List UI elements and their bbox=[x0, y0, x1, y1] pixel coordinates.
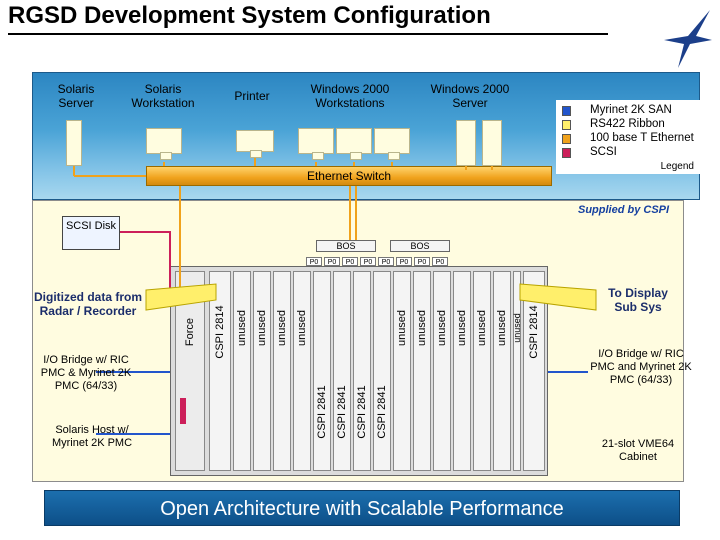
label-solaris-host: Solaris Host w/ Myrinet 2K PMC bbox=[51, 424, 133, 449]
slot-unused: unused bbox=[413, 271, 431, 471]
slot-unused: unused bbox=[253, 271, 271, 471]
p0-connector: P0 bbox=[378, 257, 394, 266]
slot-cspi-2814: CSPI 2814 bbox=[523, 271, 545, 471]
slot-cspi-2841: CSPI 2841 bbox=[333, 271, 351, 471]
vme-rack: Force CSPI 2814 unused unused unused unu… bbox=[170, 266, 548, 476]
label-to-display: To Display Sub Sys bbox=[608, 286, 668, 314]
windows-workstation-icon bbox=[336, 128, 372, 160]
label-printer: Printer bbox=[234, 89, 270, 103]
label-io-bridge-left: I/O Bridge w/ RIC PMC & Myrinet 2K PMC (… bbox=[40, 354, 132, 392]
slot-cspi-2841: CSPI 2841 bbox=[313, 271, 331, 471]
page-title: RGSD Development System Configuration bbox=[8, 2, 491, 29]
p0-connector: P0 bbox=[360, 257, 376, 266]
windows-server-icon bbox=[456, 120, 476, 166]
slot-unused: unused bbox=[453, 271, 471, 471]
title-underline bbox=[8, 33, 608, 35]
p0-connector: P0 bbox=[396, 257, 412, 266]
windows-server-icon bbox=[482, 120, 502, 166]
p0-connector: P0 bbox=[306, 257, 322, 266]
scsi-disk: SCSI Disk bbox=[62, 216, 120, 250]
legend-title: Legend bbox=[660, 161, 694, 172]
bos-box: BOS bbox=[390, 240, 450, 252]
slot-unused: unused bbox=[293, 271, 311, 471]
p0-connector: P0 bbox=[342, 257, 358, 266]
slot-cspi-2841: CSPI 2841 bbox=[373, 271, 391, 471]
p0-connector: P0 bbox=[432, 257, 448, 266]
bos-box: BOS bbox=[316, 240, 376, 252]
ethernet-switch: Ethernet Switch bbox=[146, 166, 552, 186]
slot-unused: unused bbox=[233, 271, 251, 471]
slot-unused: unused bbox=[473, 271, 491, 471]
legend: Myrinet 2K SAN RS422 Ribbon 100 base T E… bbox=[556, 100, 700, 174]
slot-unused: unused bbox=[493, 271, 511, 471]
supplied-by-label: Supplied by CSPI bbox=[578, 204, 670, 216]
printer-icon bbox=[236, 130, 274, 158]
slot-force: Force bbox=[175, 271, 205, 471]
label-solaris-workstation: Solaris Workstation bbox=[131, 82, 195, 110]
windows-workstation-icon bbox=[298, 128, 334, 160]
p0-connector: P0 bbox=[324, 257, 340, 266]
label-windows-server: Windows 2000 Server bbox=[430, 82, 510, 110]
solaris-workstation-icon bbox=[146, 128, 182, 160]
company-logo-icon bbox=[664, 10, 712, 68]
slot-unused: unused bbox=[273, 271, 291, 471]
windows-workstation-icon bbox=[374, 128, 410, 160]
slot-unused: unused bbox=[393, 271, 411, 471]
solaris-server-icon bbox=[66, 120, 82, 166]
label-digitized-data: Digitized data from Radar / Recorder bbox=[34, 290, 143, 318]
slot-unused: unused bbox=[433, 271, 451, 471]
slot-unused: unused bbox=[512, 271, 522, 471]
bottom-banner: Open Architecture with Scalable Performa… bbox=[44, 490, 680, 526]
slot-cspi-2841: CSPI 2841 bbox=[353, 271, 371, 471]
label-solaris-server: Solaris Server bbox=[57, 82, 95, 110]
p0-connector: P0 bbox=[414, 257, 430, 266]
label-windows-workstations: Windows 2000 Workstations bbox=[310, 82, 390, 110]
label-cabinet: 21-slot VME64 Cabinet bbox=[601, 438, 675, 463]
slot-cspi-2814: CSPI 2814 bbox=[209, 271, 231, 471]
label-io-bridge-right: I/O Bridge w/ RIC PMC and Myrinet 2K PMC… bbox=[590, 348, 692, 386]
